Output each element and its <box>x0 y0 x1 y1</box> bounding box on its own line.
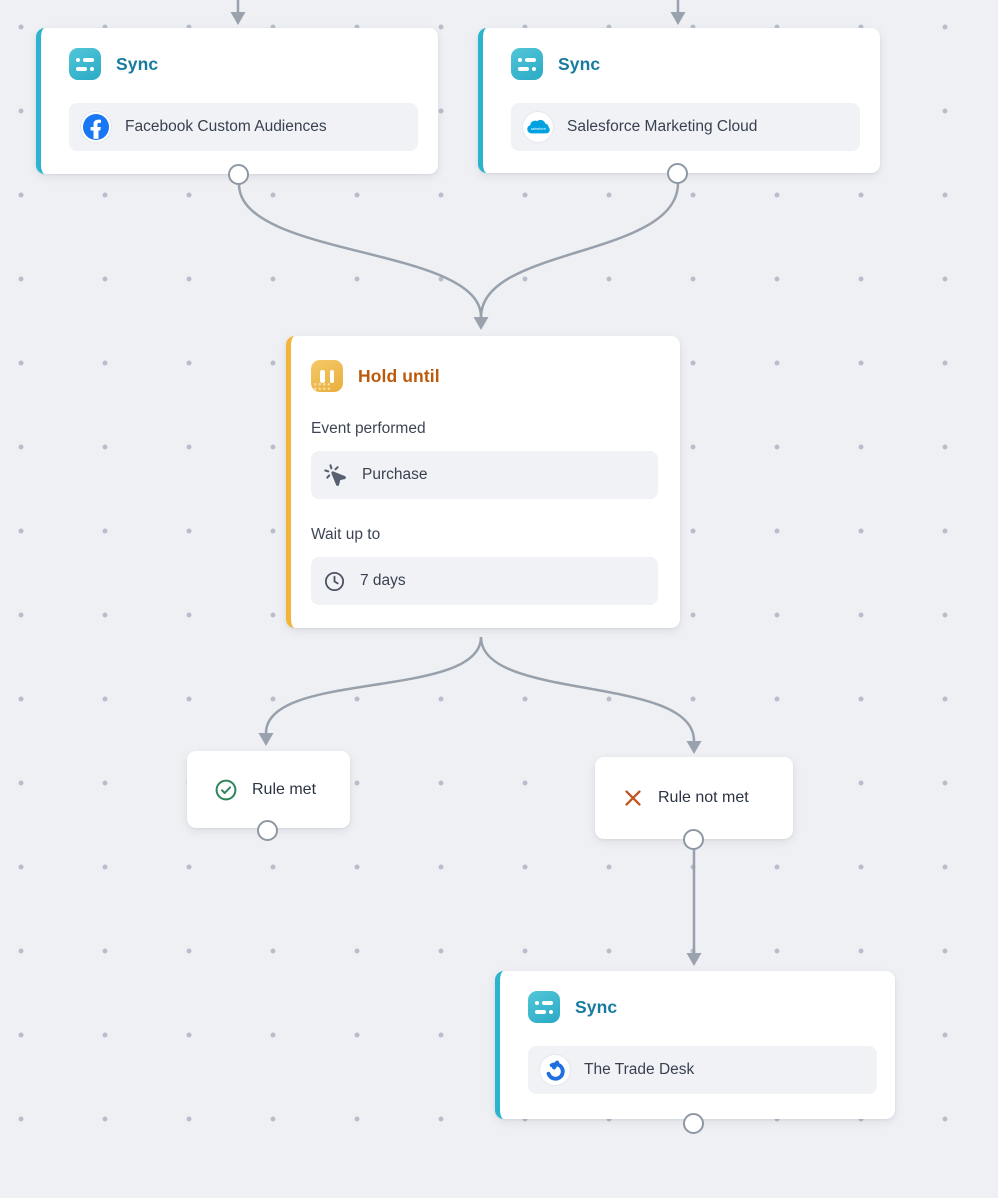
event-performed-label: Event performed <box>311 420 426 437</box>
connection-port[interactable] <box>683 1113 704 1134</box>
destination-field[interactable]: The Trade Desk <box>528 1046 877 1094</box>
destination-name: The Trade Desk <box>584 1061 695 1078</box>
sync-icon <box>528 991 560 1023</box>
destination-field[interactable]: Facebook Custom Audiences <box>69 103 418 151</box>
connection-port[interactable] <box>683 829 704 850</box>
connection-port[interactable] <box>257 820 278 841</box>
rule-met-label: Rule met <box>252 780 317 798</box>
clock-icon <box>323 570 346 593</box>
check-circle-icon <box>214 778 238 802</box>
destination-name: Facebook Custom Audiences <box>125 118 327 135</box>
trade-desk-icon <box>540 1055 570 1085</box>
connection-port[interactable] <box>667 163 688 184</box>
cursor-click-icon <box>323 463 348 488</box>
x-icon <box>622 787 644 809</box>
rule-not-met-node[interactable]: Rule not met <box>595 757 793 839</box>
hold-until-node[interactable]: Hold until Event performed Purchase Wait… <box>286 336 680 628</box>
node-title: Sync <box>116 53 159 74</box>
node-header: Sync <box>69 48 418 80</box>
destination-field[interactable]: salesforce Salesforce Marketing Cloud <box>511 103 860 151</box>
wait-up-to-label: Wait up to <box>311 526 381 543</box>
salesforce-icon: salesforce <box>523 112 553 142</box>
event-value: Purchase <box>362 466 428 483</box>
node-title: Sync <box>575 996 618 1017</box>
node-title: Hold until <box>358 365 440 386</box>
sync-icon <box>69 48 101 80</box>
node-title: Sync <box>558 53 601 74</box>
wait-value: 7 days <box>360 572 406 589</box>
sync-node-trade-desk[interactable]: Sync The Trade Desk <box>495 971 895 1119</box>
node-header: Sync <box>528 991 875 1023</box>
facebook-icon <box>81 112 111 142</box>
wait-field[interactable]: 7 days <box>311 557 658 605</box>
event-field[interactable]: Purchase <box>311 451 658 499</box>
rule-not-met-label: Rule not met <box>658 789 749 806</box>
svg-text:salesforce: salesforce <box>531 127 546 131</box>
sync-icon <box>511 48 543 80</box>
sync-node-facebook[interactable]: Sync Facebook Custom Audiences <box>36 28 438 174</box>
pause-icon <box>311 360 343 392</box>
sync-node-salesforce[interactable]: Sync salesforce Salesforce Marketing Clo… <box>478 28 880 173</box>
rule-met-node[interactable]: Rule met <box>187 751 350 828</box>
destination-name: Salesforce Marketing Cloud <box>567 118 758 135</box>
connection-port[interactable] <box>228 164 249 185</box>
node-header: Hold until <box>311 360 658 392</box>
node-header: Sync <box>511 48 860 80</box>
